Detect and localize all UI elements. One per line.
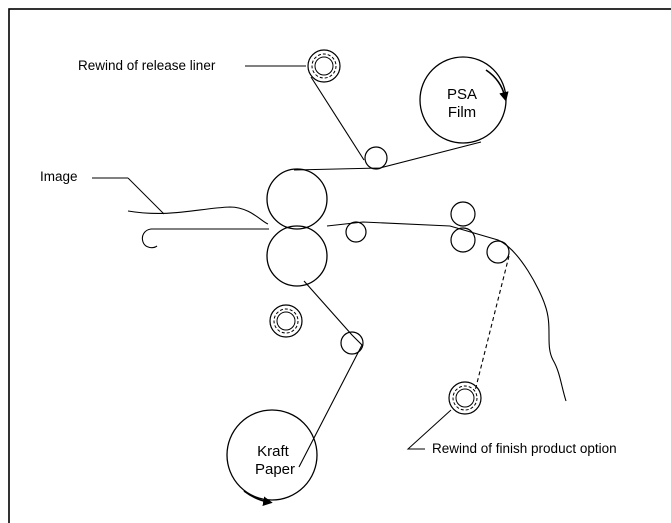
finish-product-label: Rewind of finish product option <box>432 441 617 456</box>
psa-rotation-arrow <box>485 69 509 102</box>
upper-nip-roller <box>266 168 328 230</box>
pull-roller-upper <box>450 201 476 227</box>
release-liner-label: Rewind of release liner <box>78 58 216 73</box>
psa-film-label-2: Film <box>448 104 476 121</box>
psa-film-web <box>293 141 482 171</box>
kraft-paper-label-1: Kraft <box>257 443 290 460</box>
post-nip-idler <box>345 221 367 243</box>
image-leader-diag <box>127 177 165 215</box>
pull-roller-lower <box>450 227 476 253</box>
psa-idler-roller <box>364 146 388 170</box>
kraft-paper-label-2: Paper <box>255 461 295 478</box>
kraft-paper-take-up-spool <box>269 304 303 338</box>
lower-nip-roller <box>266 225 328 287</box>
kraft-paper-web <box>298 280 363 468</box>
kraft-rotation-arrow <box>243 490 273 506</box>
release-liner-rewind-spool <box>307 49 341 83</box>
laminate-web <box>326 221 567 402</box>
release-liner-web <box>310 76 365 161</box>
diagram-frame <box>8 8 671 523</box>
kraft-idler-roller <box>340 331 364 355</box>
feed-tray-guide <box>141 228 269 249</box>
exit-idler-roller <box>486 240 510 264</box>
image-label: Image <box>40 169 78 184</box>
psa-film-roll: PSA Film <box>419 56 509 144</box>
image-web <box>127 206 269 225</box>
finish-product-rewind-spool <box>448 381 482 415</box>
psa-film-label-1: PSA <box>447 86 477 103</box>
finish-product-option-path <box>474 255 510 392</box>
kraft-paper-roll: Kraft Paper <box>226 409 318 506</box>
finish-product-leader <box>406 409 452 450</box>
